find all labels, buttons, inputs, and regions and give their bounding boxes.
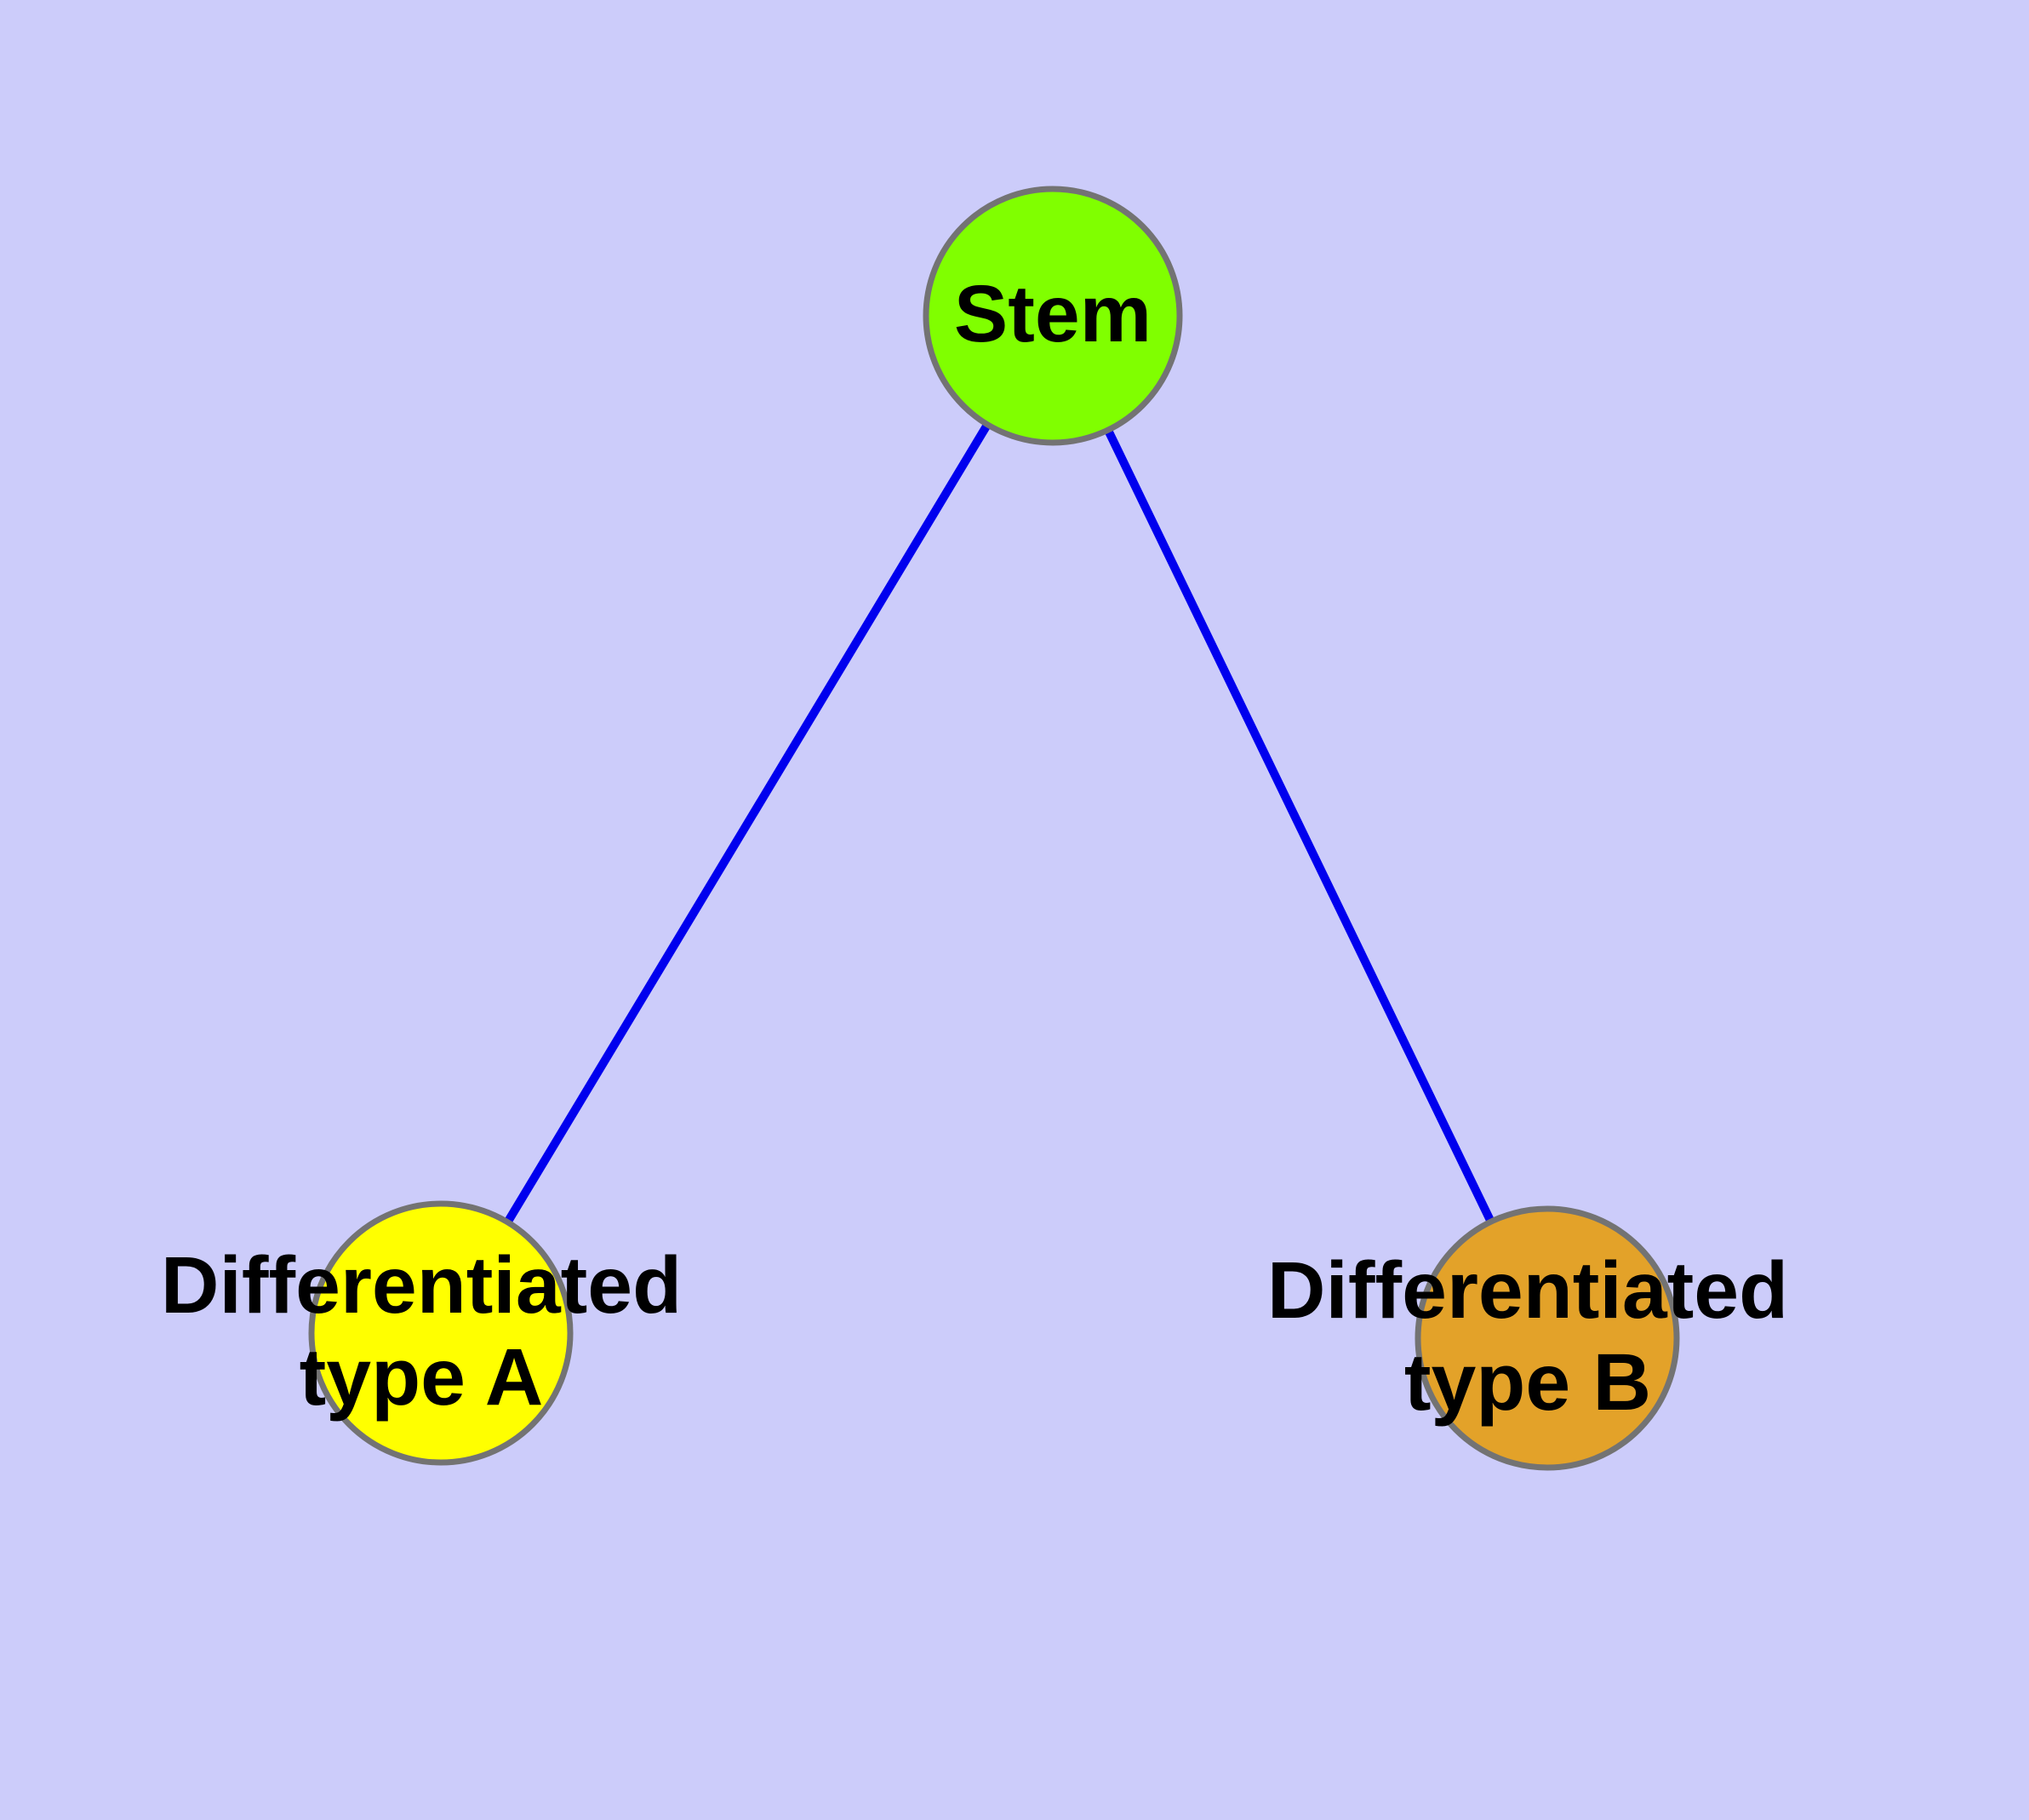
edges-layer <box>437 313 1552 1341</box>
node-label-line: type B <box>1404 1337 1651 1428</box>
node-label-line: Stem <box>954 269 1152 359</box>
node-label-line: Differentiated <box>161 1240 682 1331</box>
node-circle-diff-a[interactable] <box>308 1200 574 1466</box>
graph-edge-stem-to-diff-b[interactable] <box>1049 313 1552 1341</box>
graph-edge-stem-to-diff-a[interactable] <box>437 313 1057 1336</box>
graph-node-stem[interactable]: Stem <box>923 186 1183 446</box>
node-circle-stem[interactable] <box>923 186 1183 446</box>
node-label-stem: Stem <box>954 269 1152 359</box>
node-circle-diff-b[interactable] <box>1415 1205 1680 1471</box>
node-label-line: type A <box>300 1332 544 1422</box>
node-label-line: Differentiated <box>1267 1245 1788 1336</box>
